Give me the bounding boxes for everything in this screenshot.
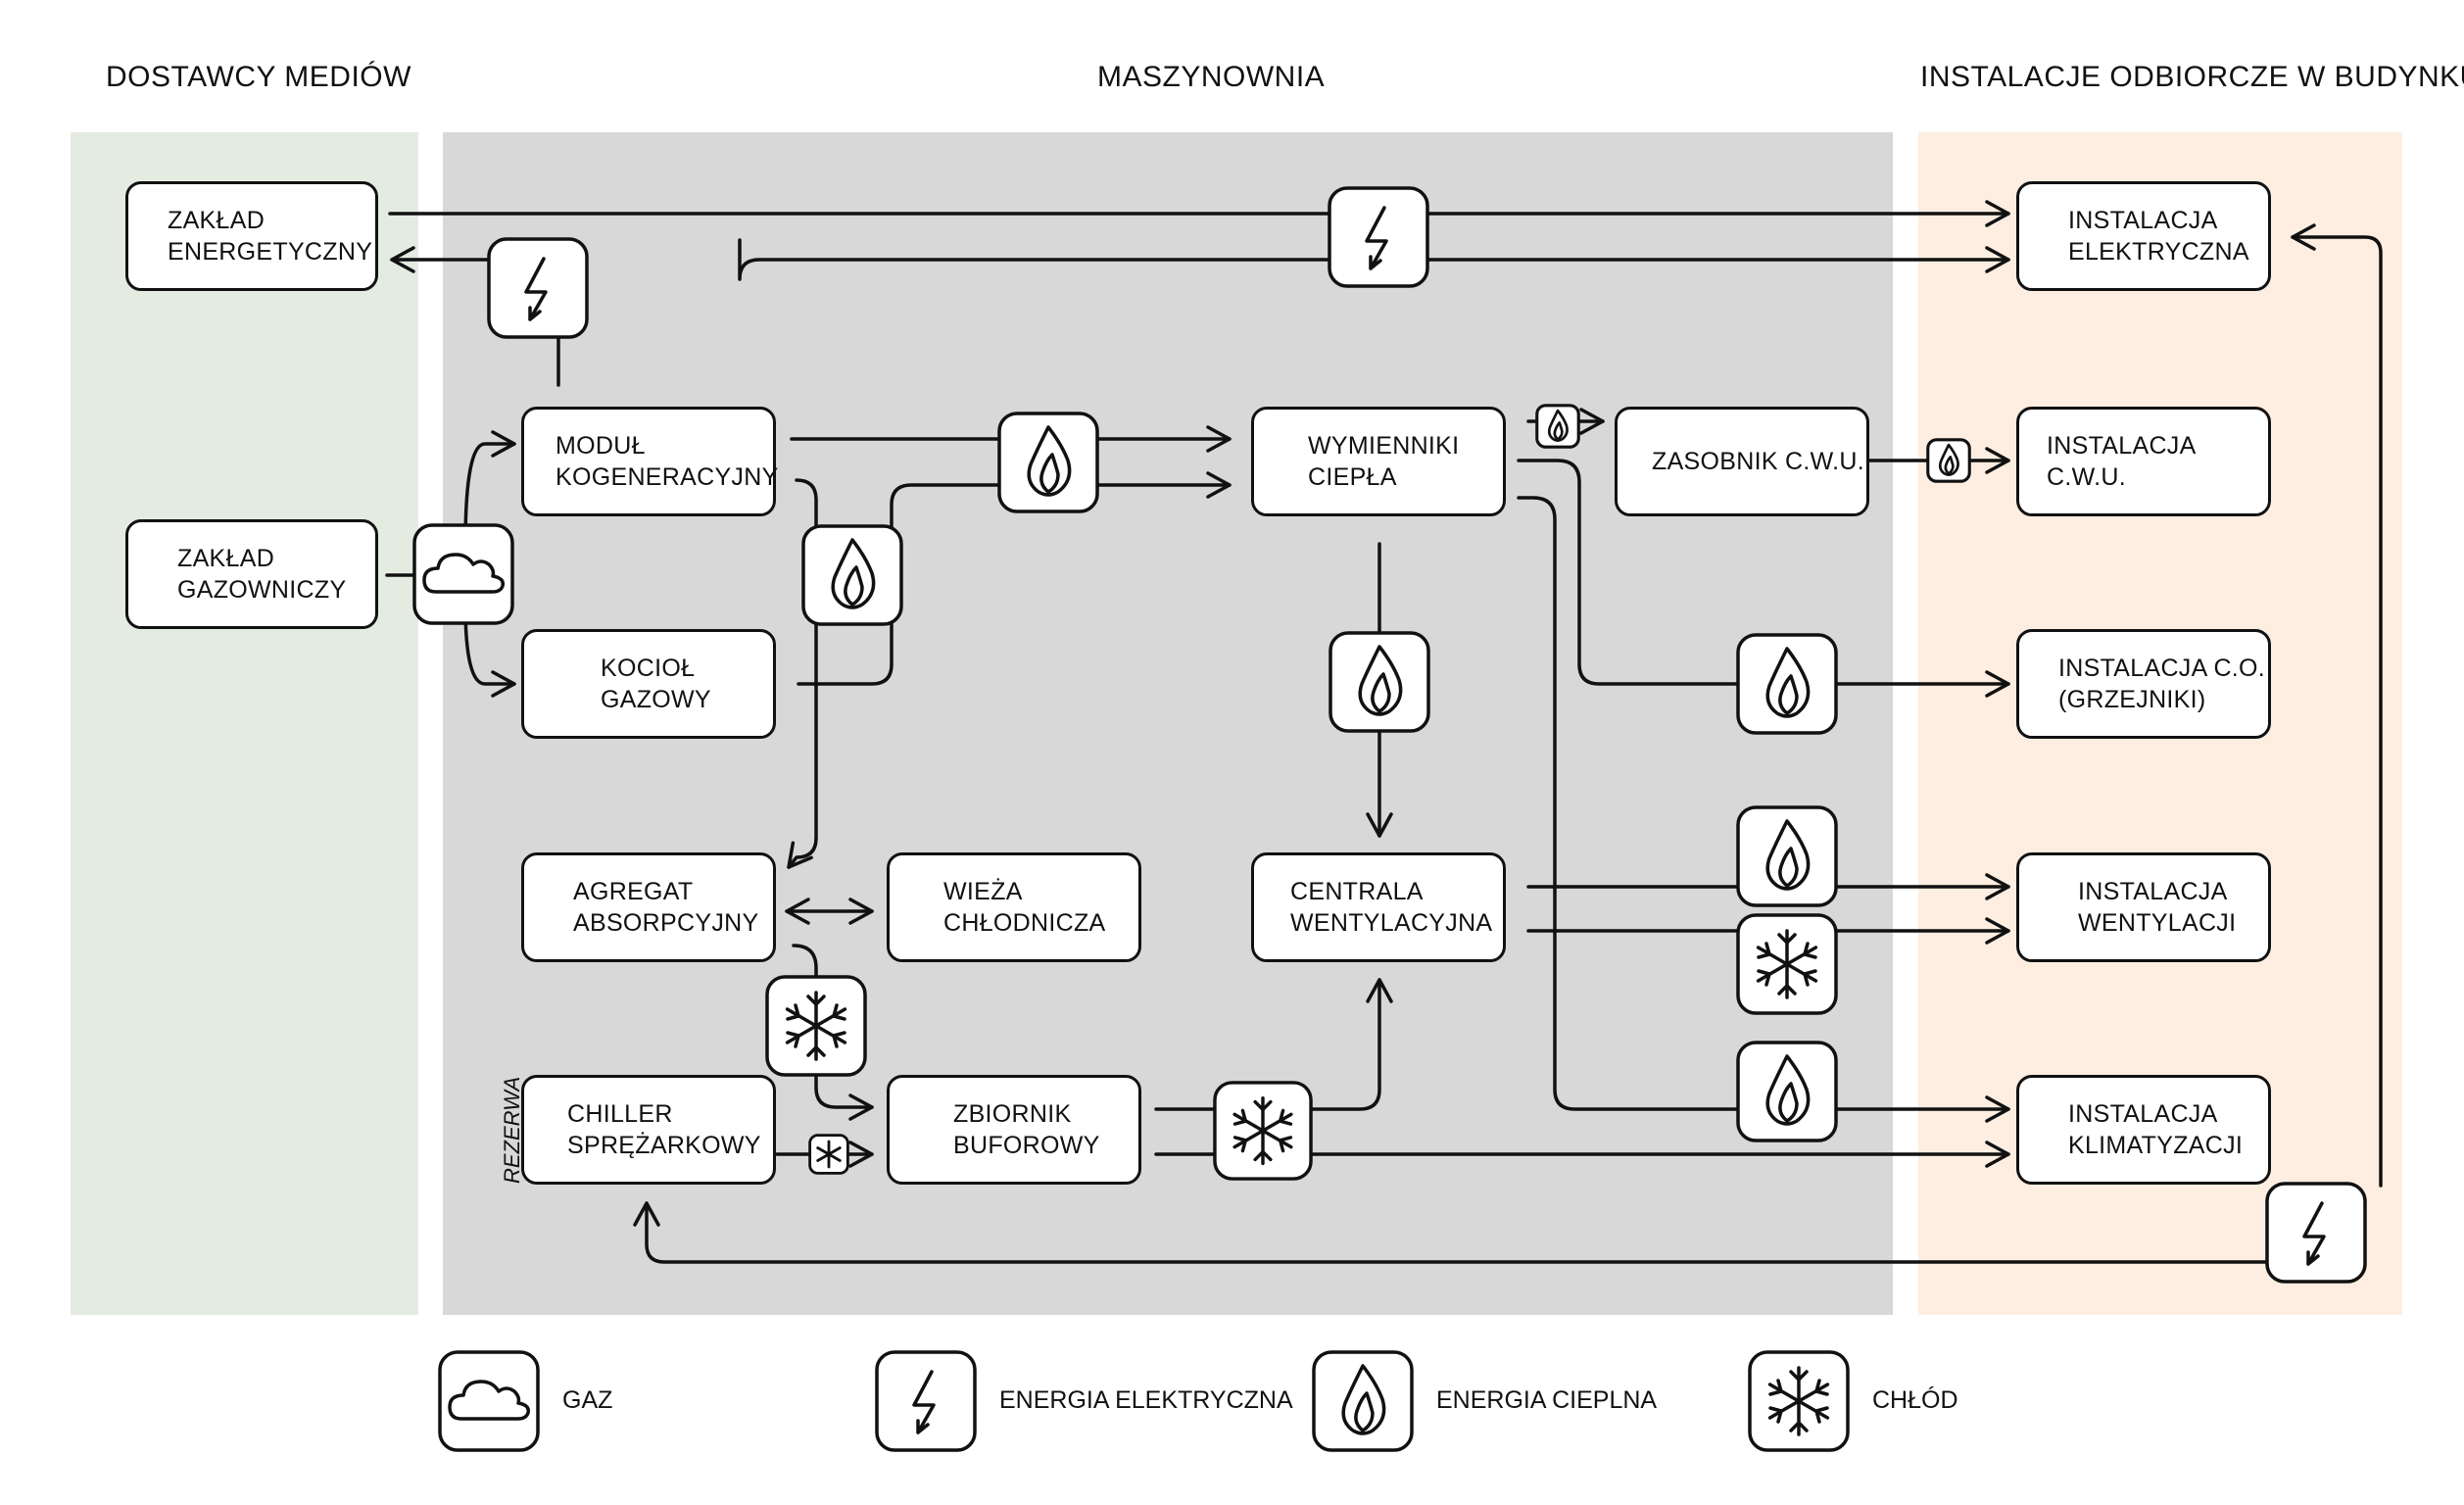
box-instalacja-klimatyzacji: INSTALACJA KLIMATYZACJI [2016, 1075, 2271, 1185]
label-centrala-wentylacyjna: CENTRALA WENTYLACYJNA [1290, 877, 1493, 938]
label-instalacja-wentylacji: INSTALACJA WENTYLACJI [2078, 877, 2237, 938]
box-zaklad-energetyczny: ZAKŁAD ENERGETYCZNY [125, 181, 378, 291]
box-centrala-wentylacyjna: CENTRALA WENTYLACYJNA [1251, 852, 1506, 962]
flame-icon [1926, 438, 1971, 483]
box-instalacja-cwu: INSTALACJA C.W.U. [2016, 407, 2271, 516]
box-instalacja-wentylacji: INSTALACJA WENTYLACJI [2016, 852, 2271, 962]
box-zasobnik-cwu: ZASOBNIK C.W.U. [1615, 407, 1869, 516]
box-zaklad-gazowniczy: ZAKŁAD GAZOWNICZY [125, 519, 378, 629]
label-instalacja-co: INSTALACJA C.O. (GRZEJNIKI) [2058, 654, 2266, 714]
box-instalacja-elektryczna: INSTALACJA ELEKTRYCZNA [2016, 181, 2271, 291]
box-instalacja-co: INSTALACJA C.O. (GRZEJNIKI) [2016, 629, 2271, 739]
cloud-icon [412, 523, 514, 625]
lightning-icon [2265, 1182, 2367, 1284]
label-zbiornik-buforowy: ZBIORNIK BUFOROWY [953, 1099, 1100, 1160]
legend-snowflake-icon [1748, 1350, 1850, 1452]
flame-icon [1329, 631, 1430, 733]
lightning-icon [1328, 186, 1429, 288]
label-instalacja-cwu: INSTALACJA C.W.U. [2047, 431, 2196, 492]
label-zaklad-gazowniczy: ZAKŁAD GAZOWNICZY [177, 544, 347, 605]
label-zaklad-energetyczny: ZAKŁAD ENERGETYCZNY [168, 206, 373, 267]
legend-label-electric: ENERGIA ELEKTRYCZNA [999, 1386, 1293, 1414]
snowflake-icon [808, 1134, 849, 1175]
label-zasobnik-cwu: ZASOBNIK C.W.U. [1652, 447, 1865, 475]
label-wieza-chlodnicza: WIEŻA CHŁODNICZA [943, 877, 1106, 938]
flame-icon [1736, 633, 1838, 735]
zone-suppliers [71, 132, 418, 1315]
label-chiller-sprezarkowy: CHILLER SPRĘŻARKOWY [567, 1099, 761, 1160]
legend-lightning-icon [875, 1350, 977, 1452]
box-modul-kogeneracyjny: MODUŁ KOGENERACYJNY [521, 407, 779, 516]
zone-title-suppliers: DOSTAWCY MEDIÓW [106, 61, 411, 93]
label-instalacja-elektryczna: INSTALACJA ELEKTRYCZNA [2068, 206, 2249, 267]
box-agregat-absorpcyjny: AGREGAT ABSORPCYJNY [521, 852, 776, 962]
zone-title-building: INSTALACJE ODBIORCZE W BUDYNKU [1920, 61, 2464, 93]
flame-icon [997, 412, 1099, 513]
legend-label-heat: ENERGIA CIEPLNA [1436, 1386, 1658, 1414]
label-wymienniki-ciepla: WYMIENNIKI CIEPŁA [1308, 431, 1460, 492]
legend-label-gas: GAZ [562, 1386, 613, 1414]
label-kociol-gazowy: KOCIOŁ GAZOWY [601, 654, 711, 714]
legend-cloud-icon [438, 1350, 540, 1452]
box-kociol-gazowy: KOCIOŁ GAZOWY [521, 629, 776, 739]
flame-icon [801, 524, 903, 626]
snowflake-icon [1736, 913, 1838, 1015]
flame-icon [1535, 404, 1580, 449]
box-chiller-sprezarkowy: CHILLER SPRĘŻARKOWY [521, 1075, 776, 1185]
flame-icon [1736, 1041, 1838, 1142]
label-instalacja-klimatyzacji: INSTALACJA KLIMATYZACJI [2068, 1099, 2244, 1160]
snowflake-icon [765, 975, 867, 1077]
snowflake-icon [1213, 1081, 1313, 1181]
legend-flame-icon [1312, 1350, 1414, 1452]
label-rezerwa: REZERWA [500, 1076, 524, 1184]
flame-icon [1736, 805, 1838, 907]
box-wieza-chlodnicza: WIEŻA CHŁODNICZA [887, 852, 1141, 962]
zone-title-machine-room: MASZYNOWNIA [1097, 61, 1326, 93]
legend-label-cold: CHŁÓD [1872, 1386, 1958, 1414]
box-wymienniki-ciepla: WYMIENNIKI CIEPŁA [1251, 407, 1506, 516]
box-zbiornik-buforowy: ZBIORNIK BUFOROWY [887, 1075, 1141, 1185]
lightning-icon [487, 237, 589, 339]
label-modul-kogeneracyjny: MODUŁ KOGENERACYJNY [556, 431, 779, 492]
label-agregat-absorpcyjny: AGREGAT ABSORPCYJNY [573, 877, 759, 938]
